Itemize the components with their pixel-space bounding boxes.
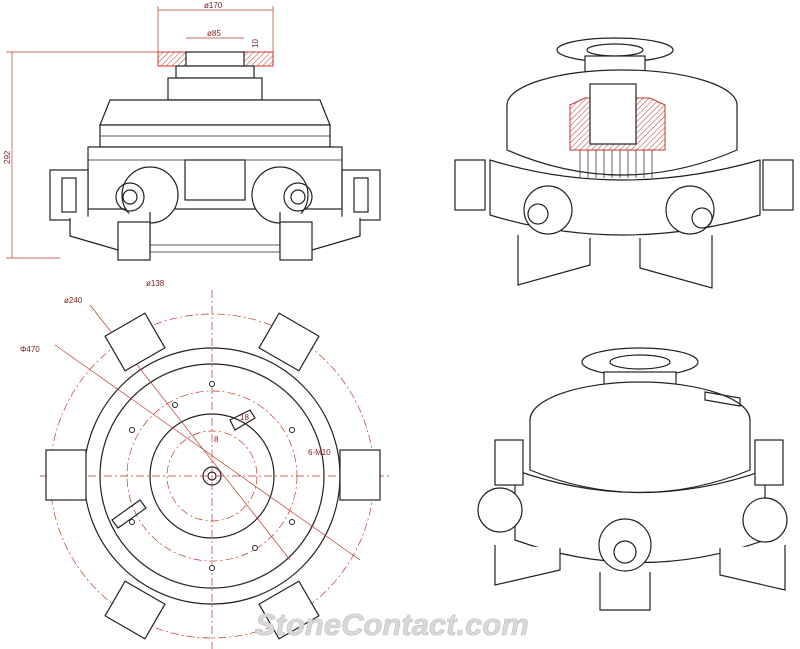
dim-ring-240: ø240 xyxy=(64,296,83,305)
iso-spindle-right xyxy=(665,185,715,235)
upper-housing xyxy=(99,99,331,126)
isometric-cutaway-view xyxy=(454,37,794,289)
dim-top-diameter: ø170 xyxy=(204,1,223,10)
dim-small-8: 8 xyxy=(214,435,219,444)
dim-height: 292 xyxy=(3,150,12,164)
watermark: StoneContact.com xyxy=(255,607,529,642)
plan-view: ø138 ø240 Φ470 6-M10 18 8 xyxy=(20,279,390,649)
plan-spindle-se xyxy=(258,580,320,640)
plan-spindle-sw xyxy=(104,580,166,640)
isometric-full-view xyxy=(477,347,788,611)
iso-spindle-left xyxy=(523,185,573,235)
dim-inner-diameter: ø85 xyxy=(207,29,221,38)
iso2-spindle-left xyxy=(477,487,523,533)
plan-spindle-east xyxy=(339,449,381,501)
dim-bolt-pattern: 6-M10 xyxy=(308,448,331,457)
iso2-housing xyxy=(529,420,751,494)
iso2-spindle-right xyxy=(742,497,788,543)
dim-flange-thickness: 10 xyxy=(251,39,260,48)
dim-outer-470: Φ470 xyxy=(20,345,40,354)
iso2-spindle-front xyxy=(598,518,652,572)
plan-spindle-west xyxy=(45,449,87,501)
plan-spindle-ne xyxy=(258,312,320,372)
dim-ring-138: ø138 xyxy=(146,279,165,288)
plan-spindle-nw xyxy=(104,312,166,372)
front-elevation-view: ø170 ø85 10 292 xyxy=(3,1,381,261)
dim-small-18: 18 xyxy=(240,413,249,422)
